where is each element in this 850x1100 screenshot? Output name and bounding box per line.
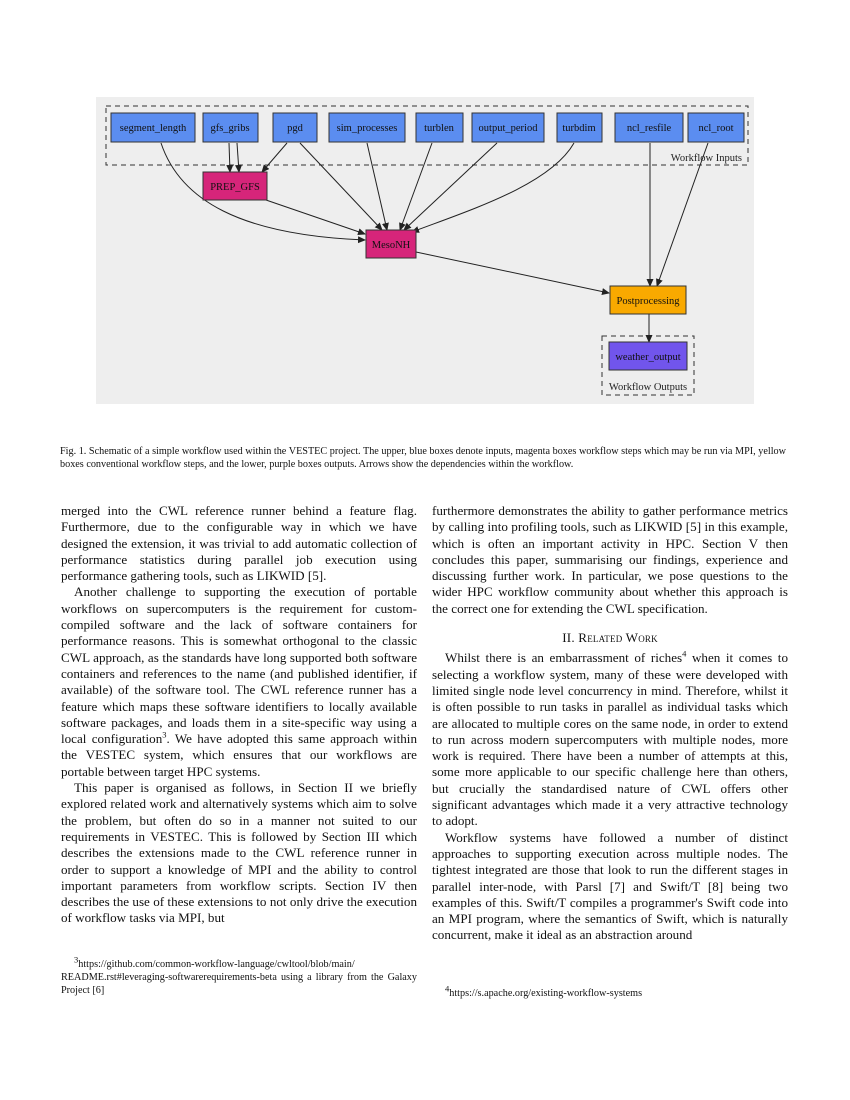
node-ncl-root: ncl_root — [687, 112, 745, 143]
edge — [403, 142, 498, 231]
edge — [261, 142, 288, 173]
svg-text:turbdim: turbdim — [562, 123, 595, 134]
node-ncl-resfile: ncl_resfile — [614, 112, 684, 143]
node-output-period: output_period — [471, 112, 545, 143]
node-postprocessing: Postprocessing — [609, 285, 687, 315]
footnote-4: 4https://s.apache.org/existing-workflow-… — [445, 983, 643, 999]
node-turbdim: turbdim — [556, 112, 603, 143]
node-sim-processes: sim_processes — [328, 112, 406, 143]
node-segment-length: segment_length — [110, 112, 196, 143]
svg-text:turblen: turblen — [424, 123, 454, 134]
workflow-outputs-label: Workflow Outputs — [609, 382, 687, 393]
svg-text:segment_length: segment_length — [120, 123, 187, 134]
footnote-link[interactable]: https://github.com/common-workflow-langu… — [78, 959, 355, 970]
right-column: furthermore demonstrates the ability to … — [432, 503, 788, 944]
footnote-ref[interactable]: 4 — [682, 649, 687, 660]
workflow-inputs-group — [105, 105, 749, 166]
left-column: merged into the CWL reference runner beh… — [61, 503, 417, 927]
edge — [399, 142, 433, 231]
paragraph: Workflow systems have followed a number … — [432, 829, 788, 943]
workflow-inputs-label: Workflow Inputs — [671, 153, 742, 164]
paragraph: furthermore demonstrates the ability to … — [432, 503, 788, 616]
svg-text:MesoNH: MesoNH — [372, 240, 411, 251]
paragraph: Whilst there is an embarrassment of rich… — [432, 649, 788, 829]
paragraph: merged into the CWL reference runner beh… — [61, 503, 417, 584]
figure-caption: Fig. 1. Schematic of a simple workflow u… — [60, 446, 786, 470]
paragraph: This paper is organised as follows, in S… — [61, 780, 417, 926]
svg-text:weather_output: weather_output — [615, 352, 680, 363]
svg-text:gfs_gribs: gfs_gribs — [210, 123, 249, 134]
node-mesonh: MesoNH — [365, 229, 417, 259]
node-weather-output: weather_output — [608, 341, 688, 371]
edge — [366, 142, 389, 231]
node-gfs-gribs: gfs_gribs — [202, 112, 259, 143]
workflow-diagram: Workflow Inputs Workflow Outputs segment… — [96, 97, 754, 404]
svg-text:output_period: output_period — [479, 123, 539, 134]
svg-text:Postprocessing: Postprocessing — [617, 296, 681, 307]
edge — [160, 142, 366, 244]
svg-text:sim_processes: sim_processes — [337, 123, 398, 134]
edge — [235, 142, 243, 173]
footnote-3: 3https://github.com/common-workflow-lang… — [61, 954, 417, 996]
footnote-ref[interactable]: 3 — [162, 729, 167, 740]
paragraph: Another challenge to supporting the exec… — [61, 584, 417, 779]
edge — [265, 199, 366, 236]
node-prep-gfs: PREP_GFS — [202, 171, 268, 201]
section-heading: II. Related Work — [562, 630, 658, 646]
dependency-edges — [160, 142, 709, 343]
svg-text:pgd: pgd — [287, 123, 304, 134]
svg-text:ncl_root: ncl_root — [699, 123, 734, 134]
edge — [415, 251, 610, 295]
svg-text:PREP_GFS: PREP_GFS — [210, 182, 260, 193]
svg-text:ncl_resfile: ncl_resfile — [627, 123, 672, 134]
footnote-link[interactable]: https://s.apache.org/existing-workflow-s… — [449, 988, 643, 999]
edge — [656, 142, 709, 287]
node-pgd: pgd — [272, 112, 318, 143]
edge — [226, 142, 234, 173]
edge — [299, 142, 383, 231]
edge — [411, 142, 575, 233]
node-turblen: turblen — [415, 112, 464, 143]
